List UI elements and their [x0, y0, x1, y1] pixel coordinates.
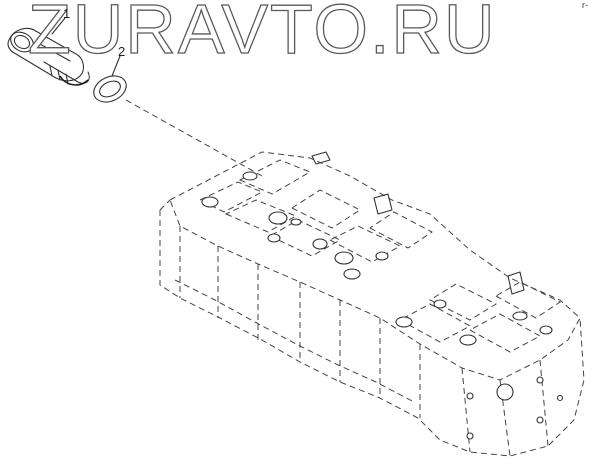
head-deck-features — [198, 151, 564, 440]
assembly-guide-line — [125, 99, 263, 177]
corner-mark: r- — [582, 0, 588, 10]
callout-1: 1 — [63, 6, 71, 21]
part-2-gasket-ring — [93, 75, 127, 103]
cylinder-head — [159, 151, 585, 457]
part-1-pipe-fitting — [7, 27, 90, 86]
watermark-text: ZURAVTO.RU — [27, 0, 497, 68]
callout-leaders — [51, 17, 121, 77]
callout-2: 2 — [118, 44, 126, 59]
